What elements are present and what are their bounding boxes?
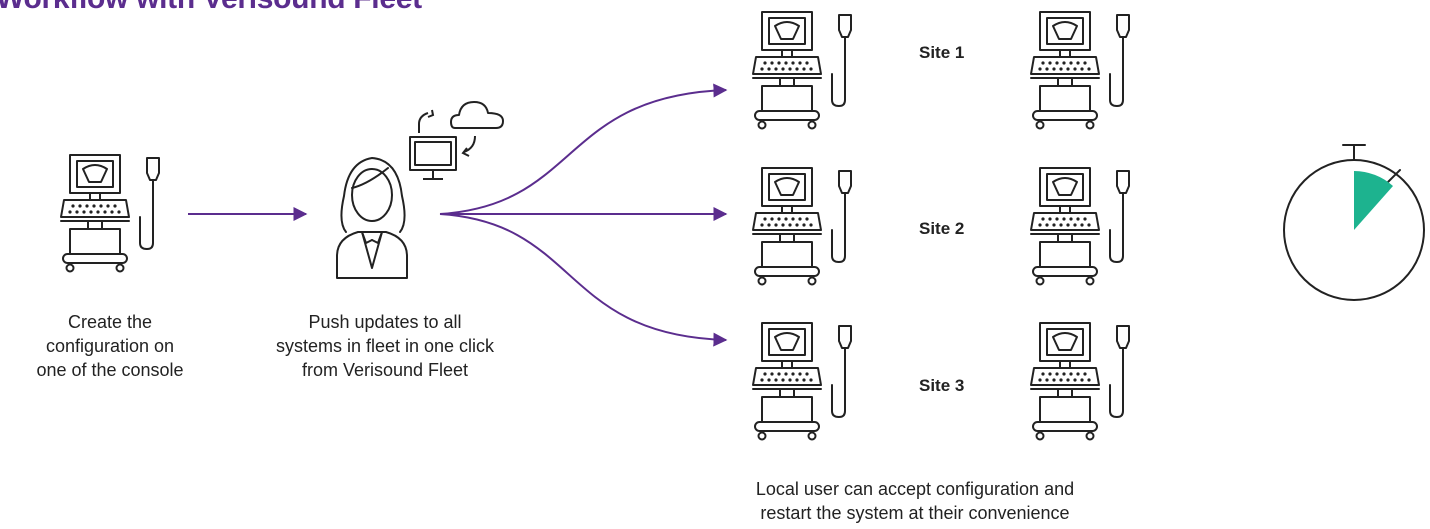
title-brand: Verisound Fleet <box>203 0 422 15</box>
arrow-to-site-3 <box>439 213 728 347</box>
site-3-console-a-icon <box>752 322 852 441</box>
step-2-caption: Push updates to all systems in fleet in … <box>255 310 515 382</box>
site-2-label: Site 2 <box>919 219 965 238</box>
site-1-console-a-icon <box>752 11 852 130</box>
sites-caption-line-1: Local user can accept configuration and <box>755 479 1075 499</box>
site-2-console-a-icon <box>752 167 852 286</box>
step-2-caption-line-1: Push updates to all <box>308 312 462 332</box>
sites-caption: Local user can accept configuration and … <box>715 477 1115 525</box>
sync-down-arrowhead <box>461 147 470 157</box>
sync-up-arrow <box>418 112 429 133</box>
step-1-caption-line-2: configuration on <box>45 336 175 356</box>
step-1-caption: Create the configuration on one of the c… <box>10 310 210 382</box>
sync-down-arrow <box>463 135 476 153</box>
step-1-caption-line-1: Create the <box>67 312 153 332</box>
step-2-caption-line-3: from Verisound Fleet <box>301 360 469 380</box>
cloud-icon <box>450 101 504 129</box>
site-2-console-b-icon <box>1030 167 1130 286</box>
page-title: Workflow with Verisound Fleet <box>0 0 422 16</box>
admin-user-icon <box>336 157 408 279</box>
source-console-icon <box>60 154 160 273</box>
stopwatch-icon <box>1283 144 1425 301</box>
step-2-caption-line-2: systems in fleet in one click <box>275 336 495 356</box>
timer-fill <box>1354 171 1393 230</box>
site-1-console-b-icon <box>1030 11 1130 130</box>
site-1-label: Site 1 <box>919 43 965 62</box>
sync-up-arrowhead <box>427 109 435 118</box>
title-prefix: Workflow with <box>0 0 203 15</box>
arrow-to-site-1 <box>439 83 728 215</box>
site-3-label: Site 3 <box>919 376 965 395</box>
sites-caption-line-2: restart the system at their convenience <box>760 503 1070 523</box>
step-1-caption-line-3: one of the console <box>36 360 184 380</box>
monitor-icon <box>409 136 457 180</box>
site-3-console-b-icon <box>1030 322 1130 441</box>
